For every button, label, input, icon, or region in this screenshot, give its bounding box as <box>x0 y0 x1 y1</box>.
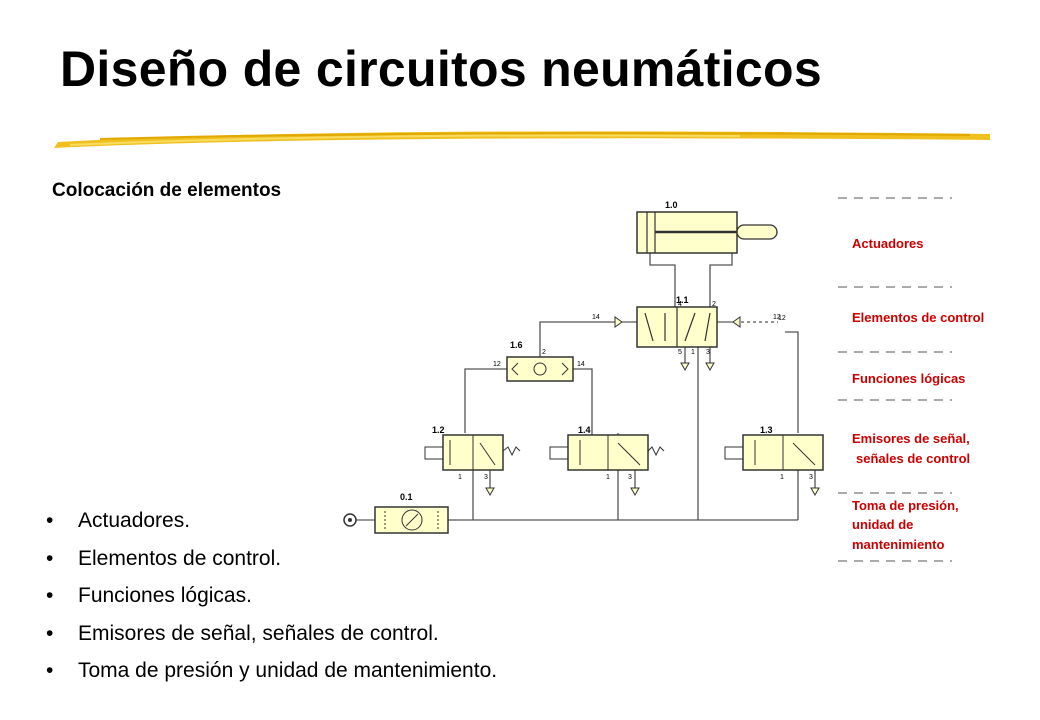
bullet-item: Elementos de control. <box>40 540 497 578</box>
svg-text:2: 2 <box>712 301 716 308</box>
bullet-item: Funciones lógicas. <box>40 577 497 615</box>
level-funciones-logicas: Funciones lógicas <box>852 371 965 386</box>
bullet-item: Toma de presión y unidad de mantenimient… <box>40 652 497 690</box>
label-main-valve: 1.1 <box>676 295 689 305</box>
cylinder-symbol <box>636 211 778 254</box>
svg-text:1: 1 <box>691 349 695 356</box>
level-toma-line3: mantenimiento <box>852 537 945 552</box>
svg-text:12: 12 <box>778 315 786 322</box>
label-emitter-center: 1.4 <box>578 425 591 435</box>
level-emisores-line2: señales de control <box>856 451 970 466</box>
slide-title: Diseño de circuitos neumáticos <box>60 41 822 97</box>
svg-text:3: 3 <box>484 474 488 481</box>
bullet-item: Emisores de señal, señales de control. <box>40 615 497 653</box>
bullet-list: Actuadores. Elementos de control. Funcio… <box>40 502 497 690</box>
level-actuadores: Actuadores <box>852 236 924 251</box>
signal-emitter-center <box>549 434 665 471</box>
label-service-unit: 0.1 <box>400 492 413 502</box>
section-subtitle: Colocación de elementos <box>52 180 282 201</box>
signal-emitter-left <box>424 434 521 471</box>
svg-text:4: 4 <box>678 301 682 308</box>
label-cylinder: 1.0 <box>665 200 678 210</box>
level-toma-line1: Toma de presión, <box>852 498 959 513</box>
level-elementos-control: Elementos de control <box>852 310 984 325</box>
title-underline-stroke <box>54 131 990 148</box>
svg-text:3: 3 <box>628 474 632 481</box>
level-toma-line2: unidad de <box>852 517 913 532</box>
signal-emitter-right <box>724 434 824 471</box>
svg-text:3: 3 <box>809 474 813 481</box>
level-emisores-line1: Emisores de señal, <box>852 431 970 446</box>
label-emitter-right: 1.3 <box>760 425 773 435</box>
svg-text:1: 1 <box>780 474 784 481</box>
svg-text:14: 14 <box>577 361 585 368</box>
bullet-item: Actuadores. <box>40 502 497 540</box>
logic-valve <box>506 356 574 382</box>
label-logic-valve: 1.6 <box>510 340 523 350</box>
svg-text:1: 1 <box>606 474 610 481</box>
svg-text:1: 1 <box>458 474 462 481</box>
svg-text:12: 12 <box>773 314 781 321</box>
svg-text:3: 3 <box>706 349 710 356</box>
main-control-valve <box>614 306 741 348</box>
svg-text:2: 2 <box>542 349 546 356</box>
svg-text:5: 5 <box>678 349 682 356</box>
label-emitter-left: 1.2 <box>432 425 445 435</box>
svg-text:14: 14 <box>592 314 600 321</box>
svg-text:12: 12 <box>493 361 501 368</box>
